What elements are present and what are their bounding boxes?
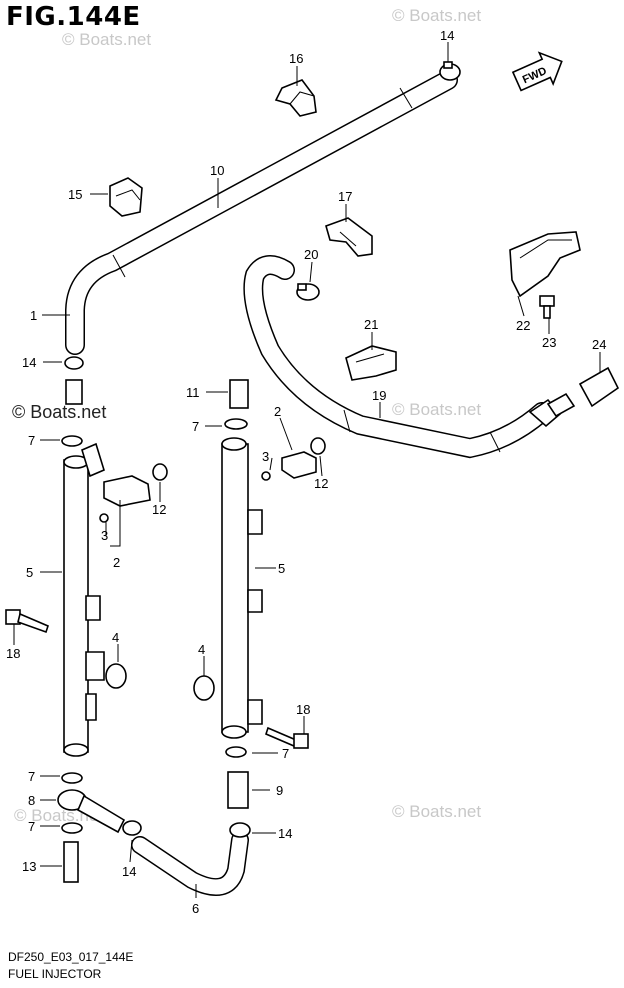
callout-18: 18 (6, 646, 20, 661)
callout-19: 19 (372, 388, 386, 403)
fwd-badge: FWD (511, 51, 563, 92)
callout-14: 14 (22, 355, 36, 370)
callout-24: 24 (592, 337, 606, 352)
callout-2: 2 (113, 555, 120, 570)
figure-code: DF250_E03_017_144E (8, 950, 134, 964)
watermark: © Boats.net (12, 402, 107, 422)
callout-22: 22 (516, 318, 530, 333)
watermark: © Boats.net (392, 400, 482, 419)
callout-labels: 1 2 2 3 3 4 4 5 5 6 7 7 7 7 7 8 9 10 11 … (6, 28, 606, 916)
figure-name: FUEL INJECTOR (8, 967, 102, 981)
right-fuel-rail (221, 379, 263, 739)
callout-23: 23 (542, 335, 556, 350)
fuel-hose-10 (65, 70, 458, 355)
callout-8: 8 (28, 793, 35, 808)
callout-15: 15 (68, 187, 82, 202)
fuel-hose-19 (243, 255, 552, 459)
left-bolt-18 (5, 609, 49, 634)
fitting-9 (225, 746, 249, 809)
callout-16: 16 (289, 51, 303, 66)
figure-title: FIG.144E (6, 2, 141, 32)
callout-21: 21 (364, 317, 378, 332)
callout-9: 9 (276, 783, 283, 798)
hose-clamp-20 (296, 283, 320, 301)
hose-clip-16 (274, 79, 317, 117)
callout-14: 14 (122, 864, 136, 879)
callout-12: 12 (152, 502, 166, 517)
callout-7: 7 (28, 433, 35, 448)
clip-17 (325, 217, 373, 257)
callout-18: 18 (296, 702, 310, 717)
leader-lines (13, 42, 601, 898)
callout-11: 11 (186, 385, 200, 400)
callout-7: 7 (192, 419, 199, 434)
clip-21 (345, 345, 397, 381)
callout-7: 7 (28, 819, 35, 834)
callout-12: 12 (314, 476, 328, 491)
watermark: © Boats.net (62, 30, 152, 49)
right-bolt-18 (265, 726, 309, 749)
callout-14: 14 (440, 28, 454, 43)
callout-14: 14 (278, 826, 292, 841)
banjo-fitting-8 (57, 772, 126, 883)
callout-5: 5 (278, 561, 285, 576)
right-collar-4 (193, 675, 215, 701)
watermark: © Boats.net (392, 802, 482, 821)
right-injector (261, 437, 326, 481)
hose-clamp-14-lower-right (229, 822, 251, 838)
callout-5: 5 (26, 565, 33, 580)
callout-4: 4 (112, 630, 119, 645)
callout-2: 2 (274, 404, 281, 419)
callout-7: 7 (282, 746, 289, 761)
bracket-22 (509, 231, 581, 298)
callout-3: 3 (101, 528, 108, 543)
callout-7: 7 (28, 769, 35, 784)
hose-clamp-14-top (439, 61, 461, 81)
left-fuel-rail (61, 356, 105, 757)
hose-clamp-14-lower-left (122, 820, 142, 836)
callout-1: 1 (30, 308, 37, 323)
callout-6: 6 (192, 901, 199, 916)
callout-10: 10 (210, 163, 224, 178)
hose-clip-15 (109, 177, 143, 217)
callout-4: 4 (198, 642, 205, 657)
left-injector (99, 463, 168, 523)
callout-3: 3 (262, 449, 269, 464)
watermark: © Boats.net (392, 6, 482, 25)
callout-20: 20 (304, 247, 318, 262)
callout-17: 17 (338, 189, 352, 204)
bolt-23 (539, 295, 555, 319)
fuel-hose-6 (131, 831, 249, 896)
left-collar-4 (105, 663, 127, 689)
fuel-fitting-24 (528, 366, 620, 428)
callout-13: 13 (22, 859, 36, 874)
